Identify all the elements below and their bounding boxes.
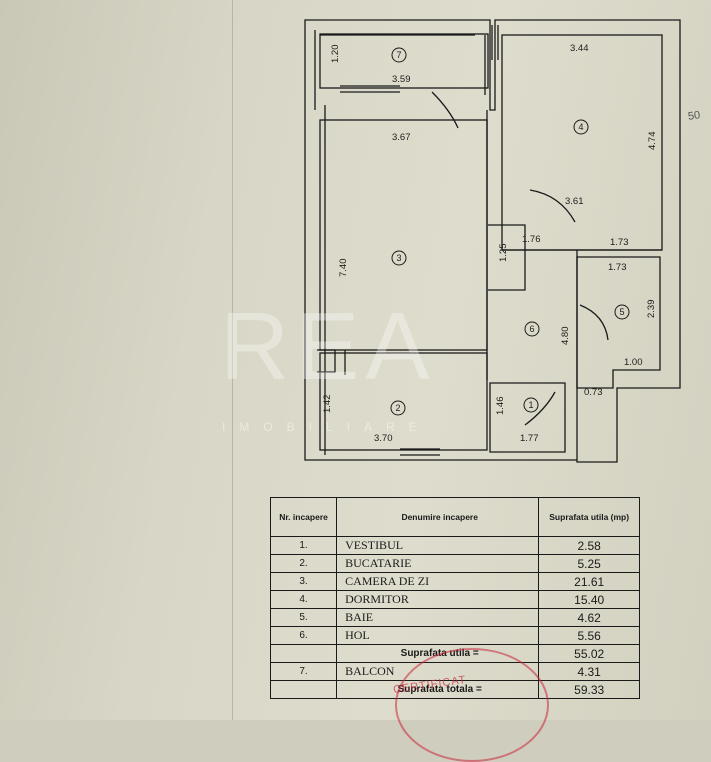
bathroom-outline [576, 256, 661, 389]
room-number-5: 5 [619, 307, 624, 317]
dim-kitchen-height: 1.42 [322, 395, 333, 414]
header-nr: Nr. incapere [269, 497, 338, 537]
balcony-outline [319, 33, 489, 89]
dim-bedroom-height: 4.74 [647, 132, 658, 151]
room-marker-6 [524, 321, 540, 337]
dim-kitchen-width: 3.70 [374, 433, 393, 444]
room-marker-2 [390, 400, 406, 416]
room-number-4: 4 [578, 122, 583, 132]
room-number-7: 7 [396, 50, 401, 60]
header-name: Denumire incapere [336, 497, 540, 537]
dim-living-height: 7.40 [338, 259, 349, 278]
room-marker-5 [614, 304, 630, 320]
total-area-value: 59.33 [538, 680, 640, 699]
partition-wall [486, 110, 662, 460]
table-row: 6. HOL 5.56 [269, 626, 640, 645]
dim-bath-height: 2.39 [646, 300, 657, 319]
table-row: 5. BAIE 4.62 [269, 608, 640, 627]
room-number-2: 2 [395, 403, 400, 413]
dim-hol-height: 4.80 [560, 327, 571, 346]
room-marker-3 [391, 250, 407, 266]
table-row: 4. DORMITOR 15.40 [269, 590, 640, 609]
door-arc [431, 91, 609, 426]
table-row: 2. BUCATARIE 5.25 [269, 554, 640, 573]
living-room-outline [319, 119, 488, 351]
table-row: 1. VESTIBUL 2.58 [269, 536, 640, 555]
certification-stamp [395, 648, 549, 762]
dim-hall-width: 1.76 [522, 234, 541, 245]
outer-wall-inner [314, 30, 486, 455]
dim-bath-width: 1.73 [608, 262, 627, 273]
vestibule-outline [489, 382, 566, 453]
dim-bath-bottom: 1.00 [624, 357, 643, 368]
room-number-3: 3 [396, 253, 401, 263]
page-fold-edge [232, 0, 233, 720]
floor-plan: 1 2 3 4 5 6 7 1.20 3.59 3.67 7.40 3.44 4… [304, 19, 681, 463]
room-number-6: 6 [529, 324, 534, 334]
room-marker-1 [523, 397, 539, 413]
bedroom-outline [501, 34, 663, 251]
room-number-1: 1 [528, 400, 533, 410]
hall-outline [488, 224, 526, 291]
kitchen-outline [319, 352, 488, 451]
counter-line [317, 349, 346, 375]
dim-bedroom-bottom-right: 1.73 [610, 237, 629, 248]
dim-vestibule-height: 1.46 [495, 397, 506, 416]
dim-bedroom-bottom-left: 3.61 [565, 196, 584, 207]
room-marker-7 [391, 47, 407, 63]
dim-balcony-height: 1.20 [330, 45, 341, 64]
dim-living-width: 3.67 [392, 132, 411, 143]
side-note: 50 [687, 109, 702, 123]
dim-bedroom-width: 3.44 [570, 43, 589, 54]
room-marker-4 [573, 119, 589, 135]
dim-bath-corner: 0.73 [584, 387, 603, 398]
window [340, 85, 440, 456]
dim-balcony-width: 3.59 [392, 74, 411, 85]
header-area: Suprafata utila (mp) [538, 497, 640, 537]
table-row: 3. CAMERA DE ZI 21.61 [269, 572, 640, 591]
util-area-value: 55.02 [538, 644, 640, 663]
dim-vestibule-width: 1.77 [520, 433, 539, 444]
dim-hall-height: 1.25 [498, 244, 509, 263]
window-side [491, 25, 499, 60]
